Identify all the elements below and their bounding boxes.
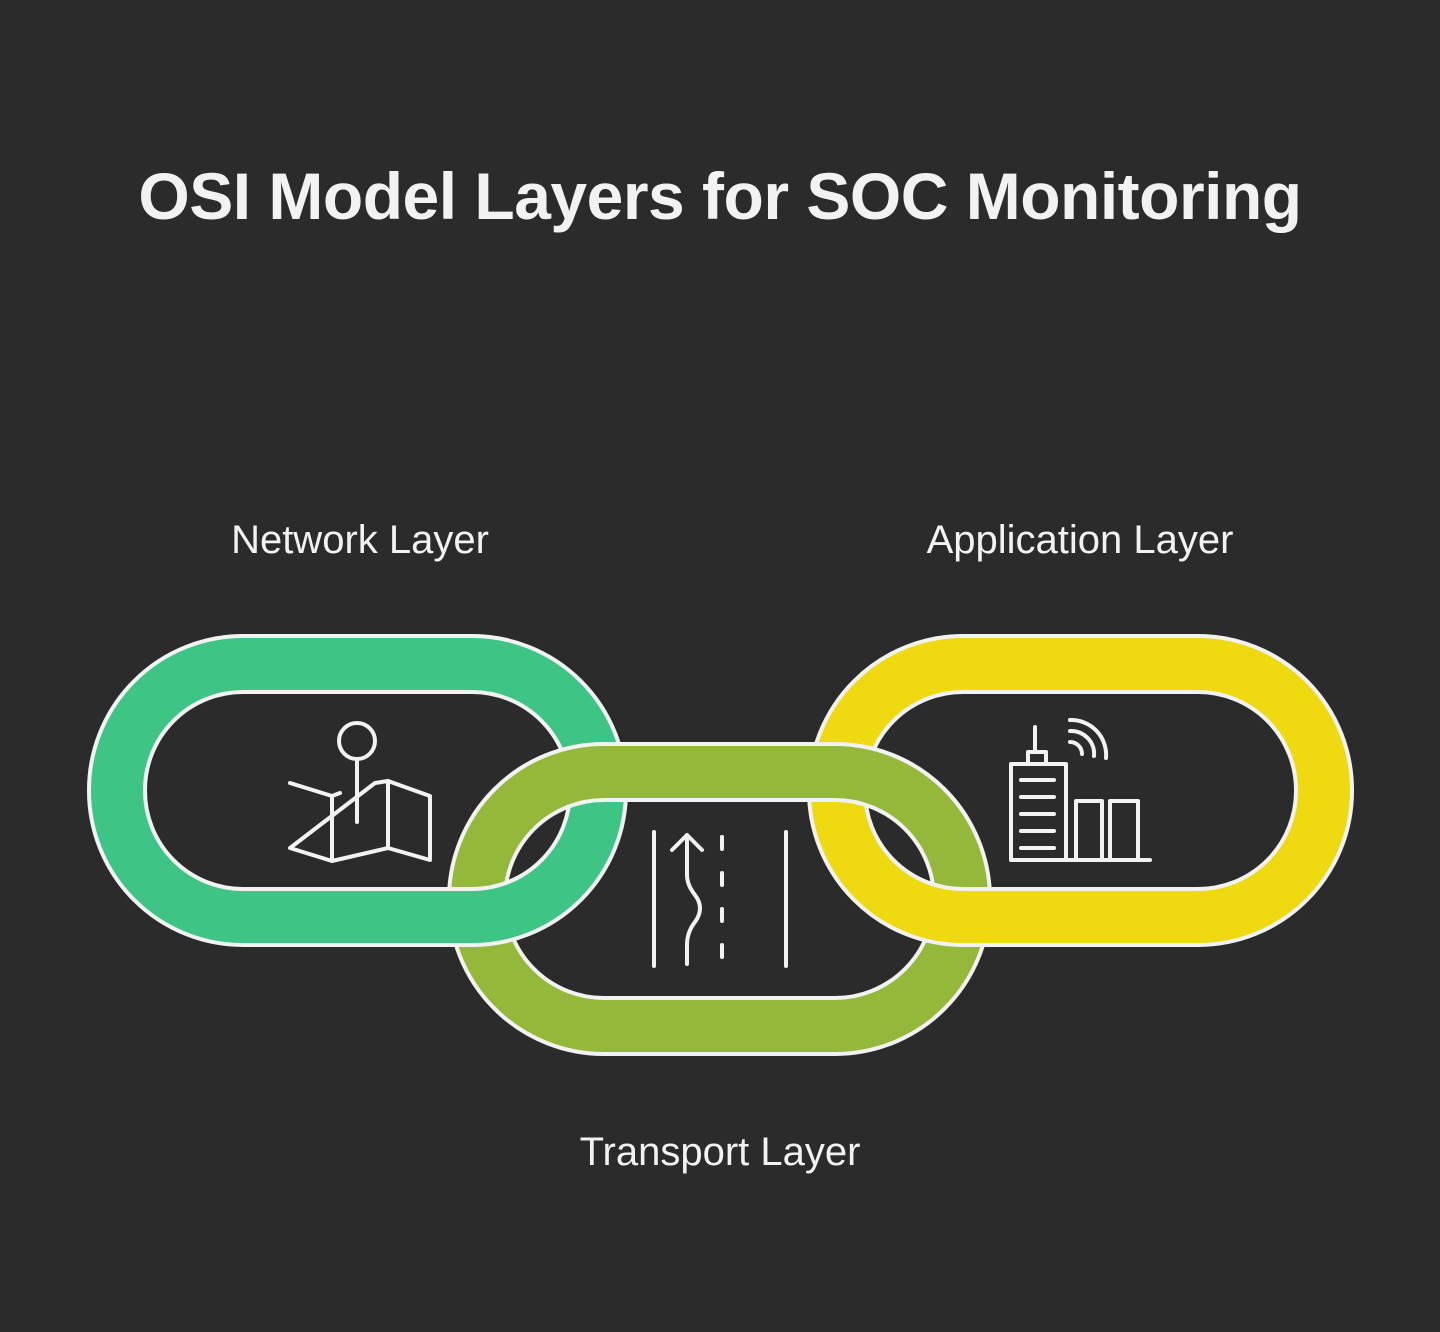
road-lanes-icon <box>652 830 788 968</box>
city-wifi-icon <box>1009 717 1152 862</box>
network-layer-label: Network Layer <box>231 518 489 562</box>
transport-layer-label: Transport Layer <box>579 1130 861 1174</box>
transport-link-overlap <box>471 742 968 815</box>
diagram-title: OSI Model Layers for SOC Monitoring <box>138 159 1302 233</box>
application-layer-label: Application Layer <box>926 518 1234 562</box>
map-pin-icon <box>288 721 432 863</box>
